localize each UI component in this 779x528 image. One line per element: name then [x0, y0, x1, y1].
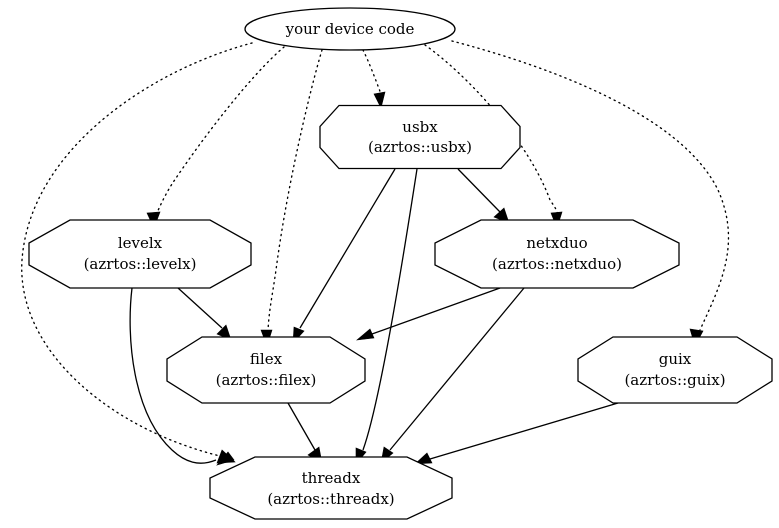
node-netxduo-label-name: netxduo: [526, 234, 587, 252]
node-device[interactable]: your device code: [244, 7, 456, 51]
node-levelx-label-package: (azrtos::levelx): [84, 255, 197, 273]
node-usbx-label-name: usbx: [402, 118, 438, 136]
node-netxduo-label-package: (azrtos::netxduo): [492, 255, 622, 273]
node-threadx-shape: [209, 456, 453, 520]
node-guix-label-name: guix: [659, 350, 692, 368]
edge-levelx-filex: [177, 287, 232, 341]
node-guix-label-package: (azrtos::guix): [624, 371, 725, 389]
node-usbx-label-package: (azrtos::usbx): [368, 138, 472, 156]
node-layer: your device code usbx (azrtos::usbx) lev…: [28, 7, 773, 520]
node-usbx[interactable]: usbx (azrtos::usbx): [319, 104, 521, 170]
node-device-label: your device code: [285, 20, 415, 38]
node-filex-shape: [166, 336, 366, 404]
edge-device-levelx: [146, 46, 285, 229]
node-threadx[interactable]: threadx (azrtos::threadx): [209, 456, 453, 520]
edge-guix-threadx: [414, 402, 619, 465]
node-threadx-label-package: (azrtos::threadx): [267, 490, 394, 508]
node-threadx-label-name: threadx: [302, 469, 361, 487]
edge-device-usbx: [362, 49, 386, 109]
node-filex-label-package: (azrtos::filex): [216, 371, 317, 389]
edge-netxduo-filex: [356, 287, 501, 341]
edge-filex-threadx: [287, 402, 323, 464]
edge-device-filex: [260, 49, 323, 347]
edge-usbx-netxduo: [457, 168, 510, 224]
edge-usbx-filex: [292, 168, 396, 344]
node-usbx-shape: [319, 104, 521, 170]
edge-usbx-threadx: [355, 168, 418, 465]
node-netxduo-shape: [434, 219, 680, 289]
node-levelx[interactable]: levelx (azrtos::levelx): [28, 219, 252, 289]
edge-device-guix: [451, 40, 730, 347]
node-filex[interactable]: filex (azrtos::filex): [166, 336, 366, 404]
node-netxduo[interactable]: netxduo (azrtos::netxduo): [434, 219, 680, 289]
node-levelx-shape: [28, 219, 252, 289]
node-guix[interactable]: guix (azrtos::guix): [577, 336, 773, 404]
edge-levelx-threadx: [129, 287, 235, 466]
node-levelx-label-name: levelx: [118, 234, 163, 252]
node-filex-label-name: filex: [250, 350, 283, 368]
node-device-shape: [244, 7, 456, 51]
node-guix-shape: [577, 336, 773, 404]
